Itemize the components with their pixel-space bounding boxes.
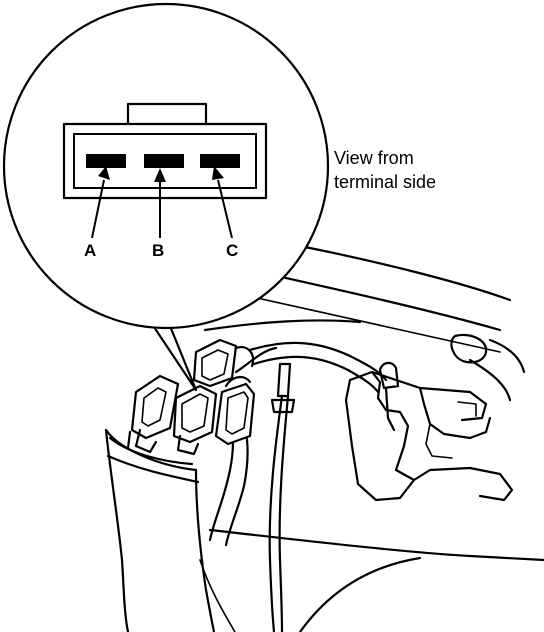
arrow-b bbox=[154, 168, 166, 238]
terminal-label-b: B bbox=[152, 241, 164, 260]
terminal-label-c: C bbox=[226, 241, 238, 260]
connector-inner-frame bbox=[73, 133, 257, 189]
view-label-line1: View from bbox=[334, 148, 414, 168]
terminal-slot-b bbox=[144, 154, 184, 168]
engine-bay-drawing bbox=[199, 244, 544, 632]
terminal-label-a: A bbox=[84, 241, 96, 260]
arrow-a bbox=[91, 166, 110, 239]
view-label-line2: terminal side bbox=[334, 172, 436, 192]
inset-callout: A B C bbox=[2, 2, 330, 392]
terminal-slot-c bbox=[200, 154, 240, 168]
arrow-c bbox=[212, 166, 233, 239]
connector-assembly bbox=[104, 338, 256, 632]
terminal-slot-a bbox=[86, 154, 126, 168]
